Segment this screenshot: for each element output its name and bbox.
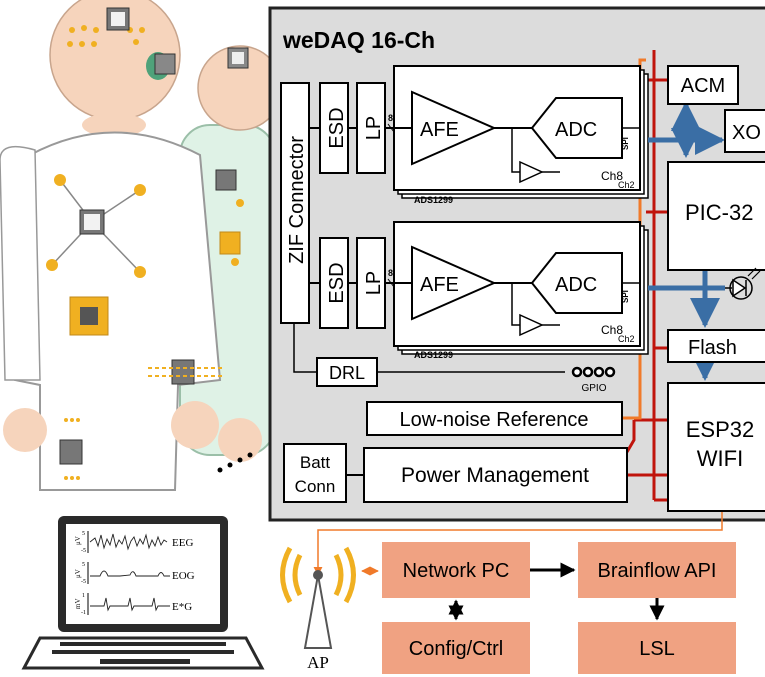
- adc-bank-top: ESD LP 8 AFE ADC SPI Ch8 Ch2 ADS1299: [309, 65, 649, 205]
- biosignal-traces: μV 5 -5 EEG μV 5 -5 EOG mV 1 -1 E*G: [74, 531, 195, 616]
- acm-block: [667, 65, 739, 105]
- trace-range-top-2: 5: [82, 562, 85, 568]
- pic32-label: PIC-32: [685, 200, 753, 225]
- network-pc[interactable]: [382, 542, 530, 598]
- drl-block: [316, 357, 378, 387]
- drl-label: DRL: [329, 363, 365, 383]
- channel-label-top: Ch8: [601, 169, 623, 183]
- adc-label-top: ADC: [555, 119, 597, 141]
- trace-range-bottom-2: -5: [81, 579, 86, 585]
- batt-label: Batt: [300, 453, 331, 472]
- pic32-block: [667, 161, 765, 271]
- trace-label-3: E*G: [172, 601, 192, 613]
- ellipsis-dots: [217, 452, 253, 473]
- gpio-label: GPIO: [581, 383, 606, 394]
- board-title: weDAQ 16-Ch: [282, 27, 435, 53]
- esd-label-bottom: ESD: [326, 262, 348, 303]
- wearer-illustration: [0, 0, 283, 491]
- gpio-header: [571, 366, 616, 378]
- trace-range-bottom-3: -1: [81, 610, 86, 616]
- esp32-block: [667, 382, 765, 512]
- spi-label-bottom: SPI: [621, 290, 630, 303]
- drl-wire: [293, 323, 317, 373]
- xo-label: XO: [732, 122, 761, 144]
- power-management: [363, 447, 628, 503]
- channel-back-bottom: Ch2: [618, 334, 635, 344]
- reference-label: Low-noise Reference: [400, 409, 589, 431]
- flash-block: [667, 329, 765, 363]
- config-ctrl[interactable]: [382, 622, 530, 674]
- channel-label-bottom: Ch8: [601, 323, 623, 337]
- lp-label-top: LP: [363, 116, 385, 140]
- led-indicator-icon: [725, 267, 761, 300]
- zif-connector: [280, 82, 310, 324]
- lsl-label: LSL: [639, 638, 675, 660]
- adc-label-bottom: ADC: [555, 274, 597, 296]
- batt-conn-block: [283, 443, 347, 503]
- bus-width-top: 8: [388, 113, 393, 123]
- trace-unit-3: mV: [74, 599, 82, 610]
- brainflow-label: Brainflow API: [598, 560, 717, 582]
- network-pc-label: Network PC: [403, 560, 510, 582]
- trace-range-top-3: 1: [82, 593, 85, 599]
- conn-label: Conn: [295, 477, 336, 496]
- trace-label-1: EEG: [172, 537, 193, 549]
- trace-range-top-1: 5: [82, 531, 85, 537]
- ap-label: AP: [307, 653, 329, 672]
- xo-block: [724, 109, 765, 153]
- trace-unit-2: μV: [74, 569, 82, 578]
- chip-label-top: ADS1299: [414, 195, 453, 205]
- spi-label-top: SPI: [621, 137, 630, 150]
- wifi-link: [313, 512, 723, 576]
- low-noise-reference: [366, 401, 623, 436]
- spi-bus: [648, 101, 725, 381]
- chip-label-bottom: ADS1299: [414, 350, 453, 360]
- lsl[interactable]: [578, 622, 736, 674]
- access-point-icon: [280, 546, 356, 649]
- laptop-icon: [21, 516, 265, 670]
- config-label: Config/Ctrl: [409, 638, 503, 660]
- network-arrows: [448, 562, 665, 621]
- afe-label-top: AFE: [420, 119, 459, 141]
- afe-label-bottom: AFE: [420, 274, 459, 296]
- power-label: Power Management: [401, 464, 589, 487]
- trace-range-bottom-1: -5: [81, 548, 86, 554]
- bus-width-bottom: 8: [388, 268, 393, 278]
- esp32-label: ESP32: [686, 417, 755, 442]
- channel-back-top: Ch2: [618, 180, 635, 190]
- adc-bank-bottom: ESD LP 8 AFE ADC SPI Ch8 Ch2 ADS1299: [309, 221, 649, 360]
- trace-unit-1: μV: [74, 536, 82, 545]
- wifi-label: WIFI: [697, 446, 743, 471]
- brainflow-api[interactable]: [578, 542, 736, 598]
- zif-connector-label: ZIF Connector: [286, 136, 308, 264]
- acm-label: ACM: [681, 75, 725, 97]
- first-wearer: [0, 0, 225, 491]
- esd-label-top: ESD: [326, 107, 348, 148]
- flash-label: Flash: [688, 337, 737, 359]
- trace-label-2: EOG: [172, 570, 195, 582]
- lp-label-bottom: LP: [363, 271, 385, 295]
